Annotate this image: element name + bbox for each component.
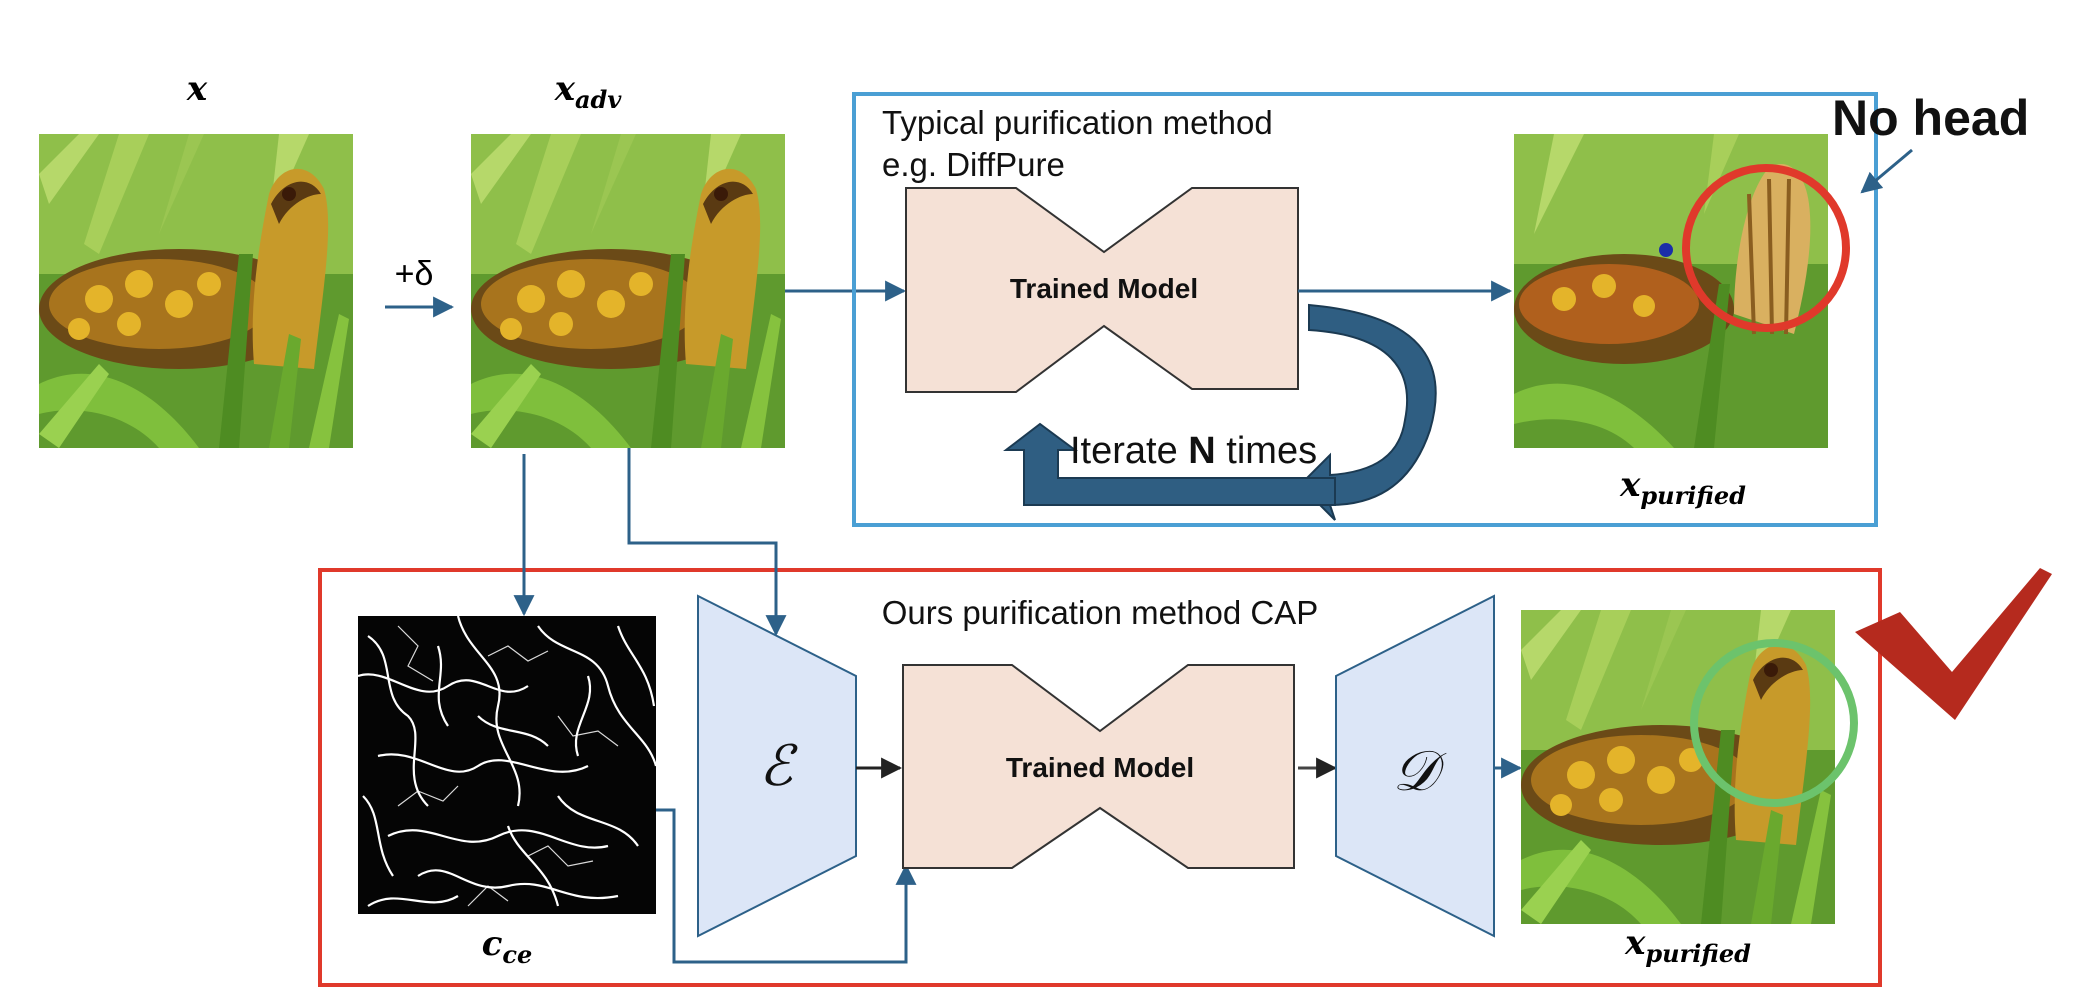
x-purified-bottom-label: xpurified [1624, 923, 1751, 968]
edge-map-image [357, 615, 658, 914]
encoder-symbol: ℰ [759, 734, 798, 799]
iterate-label: Iterate N times [1070, 430, 1317, 472]
decoder-block [1335, 594, 1495, 938]
clean-image [39, 134, 353, 448]
no-head-red-circle [1682, 164, 1850, 332]
trained-model-bottom-label: Trained Model [1006, 752, 1194, 783]
head-green-circle [1690, 639, 1858, 807]
typical-purification-box [852, 92, 1878, 527]
adversarial-image [471, 134, 785, 448]
ours-purification-box [318, 568, 1882, 987]
cce-to-model-arrow [656, 808, 917, 964]
trained-model-bottom [902, 664, 1295, 869]
no-head-pointer [1860, 148, 1913, 194]
encoder-block [697, 594, 857, 938]
trained-model-top-label: Trained Model [1010, 273, 1198, 304]
checkmark-icon [1855, 568, 2052, 720]
c-ce-label: cce [482, 924, 533, 969]
x-adv-label: xadv [554, 69, 623, 114]
typical-title-line1: Typical purification method [882, 104, 1273, 141]
ours-title: Ours purification method CAP [882, 594, 1319, 631]
x-label: x [186, 69, 208, 109]
typical-purified-image [1514, 134, 1828, 448]
typical-title-line2: e.g. DiffPure [882, 146, 1065, 183]
trained-model-top [905, 187, 1299, 393]
x-purified-top-label: xpurified [1619, 465, 1746, 510]
iterate-bottom-arrow [1003, 422, 1336, 506]
iterate-loop-arrow [1298, 303, 1437, 521]
perturbation-label: +δ [395, 255, 434, 293]
adv-to-encoder-arrow [627, 448, 787, 637]
ours-purified-image [1521, 610, 1835, 924]
no-head-label: No head [1832, 90, 2029, 146]
